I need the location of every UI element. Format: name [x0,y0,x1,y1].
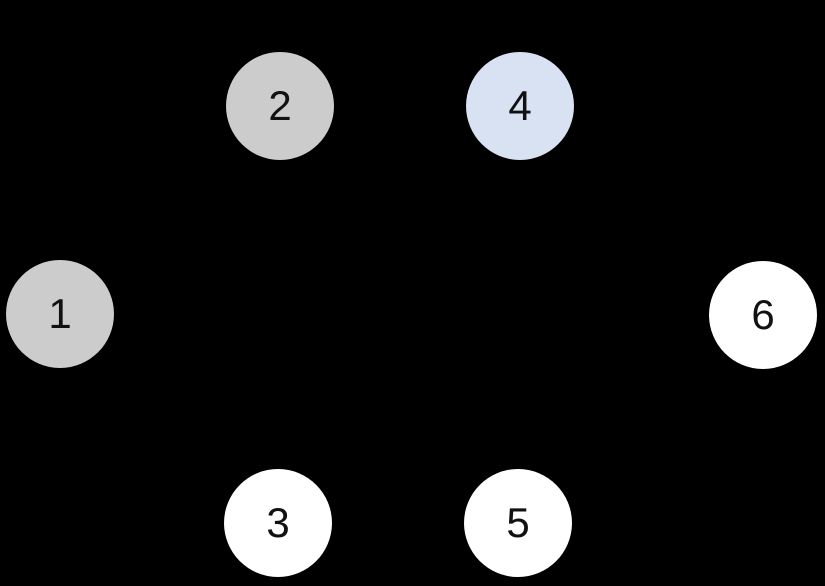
graph-node-label: 3 [266,499,290,546]
graph-node-1: 1 [6,260,114,368]
graph-node-2: 2 [226,52,334,160]
graph-node-4: 4 [466,52,574,160]
graph-node-3: 3 [224,469,332,577]
graph-node-label: 5 [506,499,530,546]
graph-node-5: 5 [464,469,572,577]
graph-node-label: 6 [751,291,775,338]
graph-node-6: 6 [709,261,817,369]
graph-node-label: 2 [268,82,292,129]
graph-node-label: 4 [508,82,532,129]
graph-node-label: 1 [48,290,72,337]
